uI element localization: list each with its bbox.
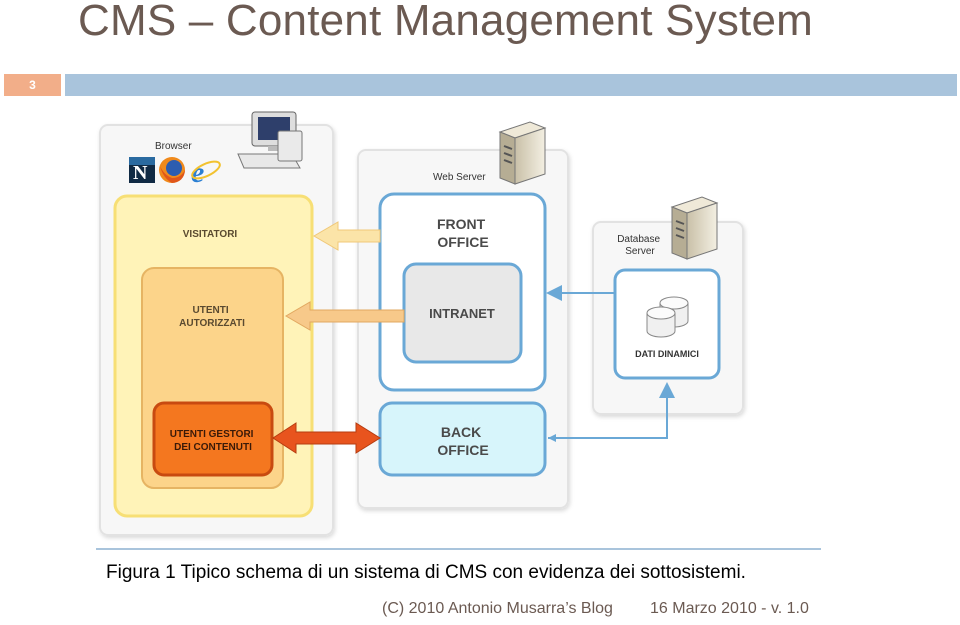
web-server-icon: [498, 121, 547, 185]
internet-explorer-icon: e: [191, 156, 221, 189]
footer-author: (C) 2010 Antonio Musarra’s Blog: [382, 600, 613, 617]
svg-text:e: e: [191, 156, 204, 189]
computer-icon: [237, 111, 303, 169]
utenti-gestori-label: UTENTI GESTORI DEI CONTENUTI: [170, 429, 257, 453]
database-icon: [646, 296, 689, 338]
front-office-label: FRONT OFFICE: [437, 216, 489, 250]
figure-caption: Figura 1 Tipico schema di un sistema di …: [106, 562, 746, 583]
footer-date: 16 Marzo 2010 - v. 1.0: [650, 600, 809, 617]
intranet-label: INTRANET: [429, 306, 495, 321]
netscape-icon: N: [129, 157, 155, 184]
web-server-label: Web Server: [433, 172, 486, 183]
arrow-gestori-back-office: [272, 422, 381, 454]
caption-divider: [96, 548, 821, 550]
svg-text:N: N: [133, 162, 148, 184]
arrow-back-office-db: [548, 382, 675, 439]
arrow-back-office-head: [548, 434, 556, 442]
arrow-front-office-to-visitatori: [313, 221, 381, 251]
browser-label: Browser: [155, 141, 192, 152]
header-bar: [65, 74, 957, 96]
dati-dinamici-label: DATI DINAMICI: [635, 349, 699, 359]
utenti-autorizzati-label: UTENTI AUTORIZZATI: [179, 305, 245, 329]
slide-number: 3: [4, 74, 61, 96]
visitatori-label: VISITATORI: [183, 229, 238, 240]
back-office-label: BACK OFFICE: [437, 424, 488, 458]
database-server-icon: [670, 196, 719, 260]
utenti-gestori-box: [152, 401, 274, 477]
slide-title: CMS – Content Management System: [78, 0, 813, 45]
arrow-intranet-to-autorizzati: [285, 301, 405, 331]
database-server-label: Database Server: [617, 234, 663, 257]
back-office-box: [378, 401, 547, 477]
firefox-icon: [159, 157, 185, 183]
